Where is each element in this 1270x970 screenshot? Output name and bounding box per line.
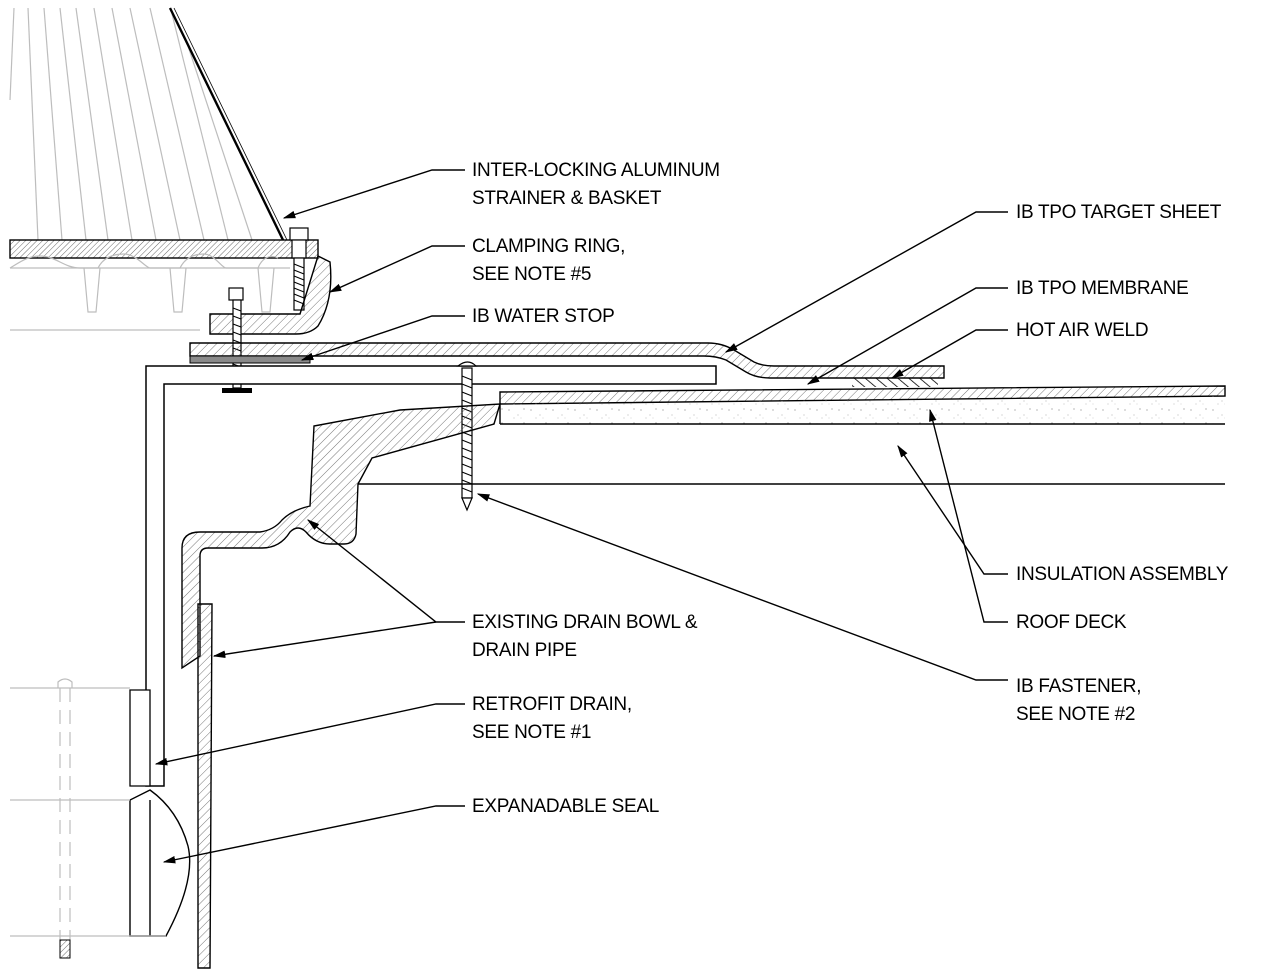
expandable-seal [10, 678, 191, 959]
label-clamping-ring-line2: SEE NOTE #5 [472, 264, 591, 285]
label-fastener-line1: IB FASTENER, [1016, 676, 1141, 697]
label-roof-deck: ROOF DECK [1016, 612, 1127, 633]
hot-air-weld [852, 378, 938, 387]
label-clamping-ring-line1: CLAMPING RING, [472, 236, 625, 257]
strainer-basket [9, 7, 319, 331]
label-fastener-line2: SEE NOTE #2 [1016, 704, 1135, 725]
label-expandable-seal: EXPANADABLE SEAL [472, 796, 659, 817]
label-drain-bowl-line2: DRAIN PIPE [472, 640, 577, 661]
callout-labels: INTER-LOCKING ALUMINUM STRAINER & BASKET… [472, 160, 1229, 817]
label-hot-air-weld: HOT AIR WELD [1016, 320, 1148, 341]
label-strainer-line2: STRAINER & BASKET [472, 188, 662, 209]
label-retrofit-line1: RETROFIT DRAIN, [472, 694, 632, 715]
label-drain-bowl-line1: EXISTING DRAIN BOWL & [472, 612, 698, 633]
label-insulation: INSULATION ASSEMBLY [1016, 564, 1229, 585]
label-retrofit-line2: SEE NOTE #1 [472, 722, 591, 743]
drain-pipe [197, 603, 213, 969]
water-stop [189, 355, 311, 364]
drain-bowl-body [181, 403, 501, 670]
label-membrane: IB TPO MEMBRANE [1016, 278, 1189, 299]
insulation-assembly [499, 396, 1225, 425]
label-strainer-line1: INTER-LOCKING ALUMINUM [472, 160, 720, 181]
leader-lines [154, 169, 1008, 864]
label-target-sheet: IB TPO TARGET SHEET [1016, 202, 1222, 223]
label-water-stop: IB WATER STOP [472, 306, 615, 327]
